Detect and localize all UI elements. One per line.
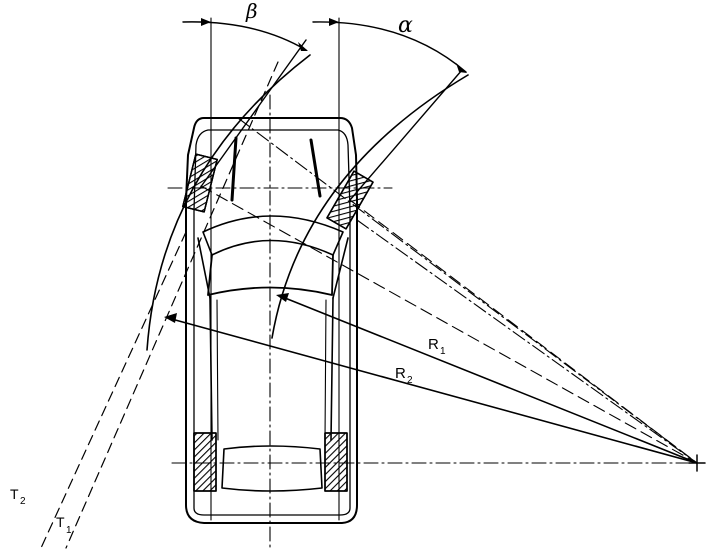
windscreen-frame — [202, 215, 344, 256]
dashed-left-wheel-to-centre — [200, 185, 698, 464]
right-wiper — [309, 138, 322, 198]
wheels — [182, 153, 374, 492]
radius-r1-line — [279, 295, 698, 464]
label-r2: R — [395, 365, 406, 382]
tangent-t2-line — [40, 231, 187, 549]
dashdot-upper-to-centre — [356, 219, 698, 464]
r2-arrowhead — [164, 313, 177, 323]
beta-arrow-left — [201, 18, 211, 26]
label-t2-subscript: 2 — [20, 496, 26, 507]
front-left-wheel — [182, 153, 218, 213]
alpha-arrow-right — [456, 63, 467, 73]
alpha-arrow-left — [329, 18, 339, 26]
radius-r2-line — [167, 317, 698, 464]
label-alpha: α — [398, 13, 413, 38]
rear-left-wheel — [193, 432, 217, 492]
right-wheel-heading — [349, 69, 463, 201]
inner-turning-arc — [271, 74, 469, 339]
construction-lines — [200, 117, 698, 464]
label-r1: R — [428, 336, 439, 353]
outer-turning-arc — [146, 54, 311, 351]
tangent-lines — [40, 61, 279, 549]
left-sill-inner — [216, 299, 219, 441]
radius-lines — [164, 293, 698, 464]
centerlines — [167, 94, 701, 551]
car-body — [185, 117, 358, 524]
label-beta: β — [245, 0, 258, 23]
kingpin-reference-lines — [210, 17, 340, 521]
label-t1: T — [56, 514, 65, 530]
car-outline — [185, 117, 358, 524]
label-r2-subscript: 2 — [407, 375, 413, 386]
angle-alpha-indicator — [312, 18, 467, 73]
right-sill-inner — [324, 299, 327, 441]
dashdot-front-to-centre — [237, 117, 698, 464]
rear-right-wheel — [324, 432, 348, 492]
dashed-right-wheel-to-centre — [349, 199, 698, 464]
wheel-direction-lines — [199, 39, 463, 201]
left-wheel-heading — [199, 39, 307, 189]
turning-centre-marker — [688, 454, 706, 472]
cabin-outline — [207, 254, 334, 296]
labels: β α R 1 R 2 T 2 T 1 — [10, 0, 446, 536]
label-r1-subscript: 1 — [440, 346, 446, 357]
left-wiper — [230, 136, 238, 202]
left-a-pillar — [197, 237, 211, 299]
left-sill — [209, 297, 213, 441]
label-t1-subscript: 1 — [66, 525, 72, 536]
tangent-t1-line — [65, 61, 279, 549]
r1-arrowhead — [276, 293, 289, 302]
car-inner-outline — [193, 129, 351, 516]
right-sill — [330, 297, 334, 441]
label-t2: T — [10, 486, 19, 502]
right-a-pillar — [332, 237, 349, 299]
rear-window — [221, 445, 323, 492]
